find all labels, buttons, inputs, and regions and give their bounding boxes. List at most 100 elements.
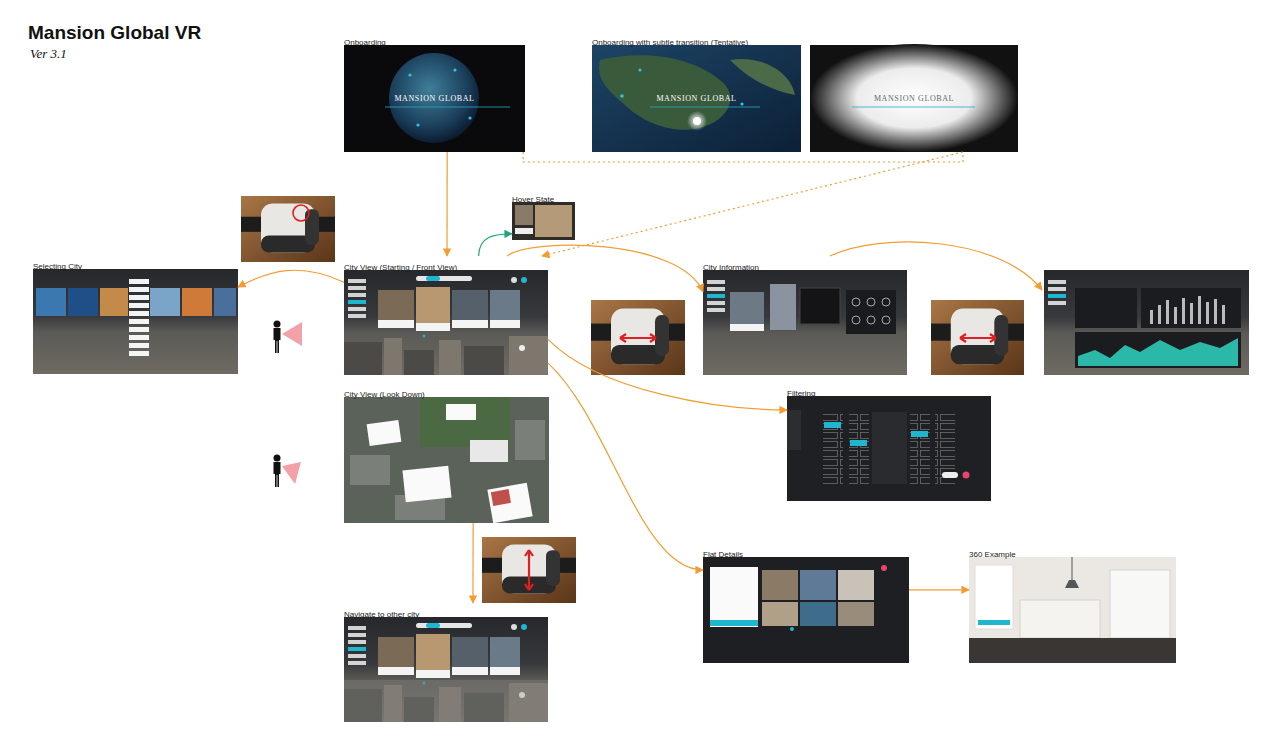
selecting-city-screen-part-part bbox=[129, 319, 149, 324]
city-information-screen bbox=[703, 270, 907, 375]
hover-screen-part bbox=[512, 202, 575, 240]
stats-arrow-part bbox=[830, 242, 1042, 290]
city-information-screen-part bbox=[730, 292, 764, 324]
flow-arrow bbox=[238, 270, 344, 287]
filtering-screen-part-part bbox=[824, 422, 841, 428]
example-360-screen bbox=[969, 557, 1176, 663]
flat-details-screen-part bbox=[790, 627, 794, 631]
flat-details-screen-part bbox=[710, 620, 758, 626]
selecting-city-screen-part-part bbox=[129, 335, 149, 340]
hover-screen-part bbox=[515, 228, 533, 234]
city-information-screen-part bbox=[703, 270, 907, 375]
flow-arrow bbox=[446, 152, 447, 256]
filtering-screen-part bbox=[849, 412, 869, 484]
flat-details-screen-part bbox=[881, 565, 887, 571]
look-down-screen-part bbox=[344, 397, 549, 523]
city-information-screen-part-part bbox=[852, 316, 860, 324]
headset-photo-part bbox=[293, 205, 309, 221]
screen-wordmark: MANSION GLOBAL bbox=[592, 94, 801, 104]
stats-arrow bbox=[830, 242, 1042, 290]
dotted-flow-arrow bbox=[542, 152, 963, 256]
headset-photo-part bbox=[591, 300, 685, 375]
look-down-screen-part-part bbox=[367, 420, 402, 446]
selecting-city-screen-part bbox=[68, 288, 98, 316]
screen-wordmark: MANSION GLOBAL bbox=[810, 94, 1018, 104]
viewer-figure-part bbox=[274, 462, 281, 487]
screen-node: City View (Starting / Front View) bbox=[344, 256, 548, 375]
city-information-screen-part bbox=[852, 298, 890, 324]
faded-screen-part bbox=[810, 45, 1018, 152]
filtering-screen-part-part bbox=[850, 440, 867, 446]
flow-arrow bbox=[909, 589, 969, 590]
selecting-city-screen-part-part bbox=[129, 311, 149, 316]
stats-screen-part bbox=[1141, 288, 1241, 328]
city-information-screen-part bbox=[846, 290, 896, 334]
example-360-screen-part bbox=[969, 557, 1176, 663]
flat-details-screen-part bbox=[703, 557, 909, 663]
transition-screen-part bbox=[687, 111, 707, 131]
navigate-screen bbox=[344, 617, 548, 722]
stats-screen-part-part bbox=[1174, 307, 1177, 324]
headset-photo-part bbox=[525, 550, 533, 590]
city-information-screen-part bbox=[770, 284, 796, 330]
city-information-screen-part-part bbox=[707, 280, 725, 284]
city-information-screen-part bbox=[800, 288, 840, 324]
screen-heading: Selecting City bbox=[33, 262, 82, 272]
stats-screen-part-part bbox=[1150, 310, 1153, 324]
filtering-screen-part bbox=[787, 410, 801, 450]
screen-node: City View (Look Down) bbox=[344, 383, 549, 523]
flat-details-screen-part bbox=[800, 602, 836, 626]
selecting-city-screen-part bbox=[100, 288, 128, 316]
example-360-screen-part bbox=[1110, 570, 1170, 638]
headset-photo-part bbox=[931, 300, 1024, 375]
onboarding-screen-part bbox=[385, 107, 510, 108]
transition-screen-part bbox=[650, 107, 760, 108]
look-down-screen-part bbox=[420, 397, 510, 447]
city-information-screen-part bbox=[707, 294, 725, 298]
screen-heading: City Information bbox=[703, 263, 759, 273]
dotted-flow-arrow bbox=[523, 152, 963, 162]
transition-screen-part bbox=[592, 45, 801, 152]
selecting-city-screen bbox=[33, 269, 238, 374]
city-information-screen-part-part bbox=[867, 298, 875, 306]
city-information-screen-part-part bbox=[707, 308, 725, 312]
flat-details-screen-part bbox=[800, 570, 836, 600]
example-360-screen-part bbox=[975, 565, 1013, 629]
faded-screen-part bbox=[810, 44, 1018, 152]
screen-node: City Information bbox=[703, 256, 907, 375]
city-information-screen-part bbox=[707, 280, 725, 312]
look-down-screen-part-part bbox=[402, 466, 451, 503]
headset-photo-part bbox=[241, 196, 335, 262]
city-information-screen-part-part bbox=[882, 298, 890, 306]
screen-heading: Onboarding with subtle transition (Tenta… bbox=[592, 38, 748, 48]
transition-screen-part-part bbox=[638, 68, 641, 71]
stats-screen-part-part bbox=[1166, 300, 1169, 324]
selecting-city-screen-part bbox=[150, 288, 180, 316]
look-down-screen-part bbox=[470, 440, 508, 462]
selecting-city-screen-part bbox=[214, 288, 236, 316]
screen-node: Hover State bbox=[512, 188, 575, 240]
example-360-screen-part bbox=[1065, 580, 1079, 588]
navigate-screen-part bbox=[344, 680, 548, 722]
version-note: Ver 3.1 bbox=[30, 46, 67, 62]
onboarding-screen-part-part bbox=[468, 116, 471, 119]
headset-photo bbox=[241, 196, 1024, 603]
stats-screen-part bbox=[1150, 296, 1225, 324]
city-information-screen-part bbox=[730, 324, 764, 331]
stats-screen-part bbox=[1048, 280, 1066, 305]
screen-node: Filtering bbox=[787, 382, 991, 501]
flat-details-screen-part bbox=[710, 567, 758, 627]
screen-heading: Navigate to other city bbox=[344, 610, 419, 620]
viewer-figure-part bbox=[274, 455, 281, 462]
example-360-screen-part bbox=[978, 620, 1010, 625]
stats-screen-part bbox=[1078, 338, 1238, 366]
flat-details-screen bbox=[703, 557, 909, 663]
hover-screen-part bbox=[515, 205, 533, 225]
city-view-screen-part bbox=[344, 270, 548, 375]
city-information-screen-part-part bbox=[707, 287, 725, 291]
screen-heading: Flat Details bbox=[703, 550, 743, 560]
hover-screen-part bbox=[535, 205, 572, 237]
transition-screen-part bbox=[599, 55, 730, 130]
